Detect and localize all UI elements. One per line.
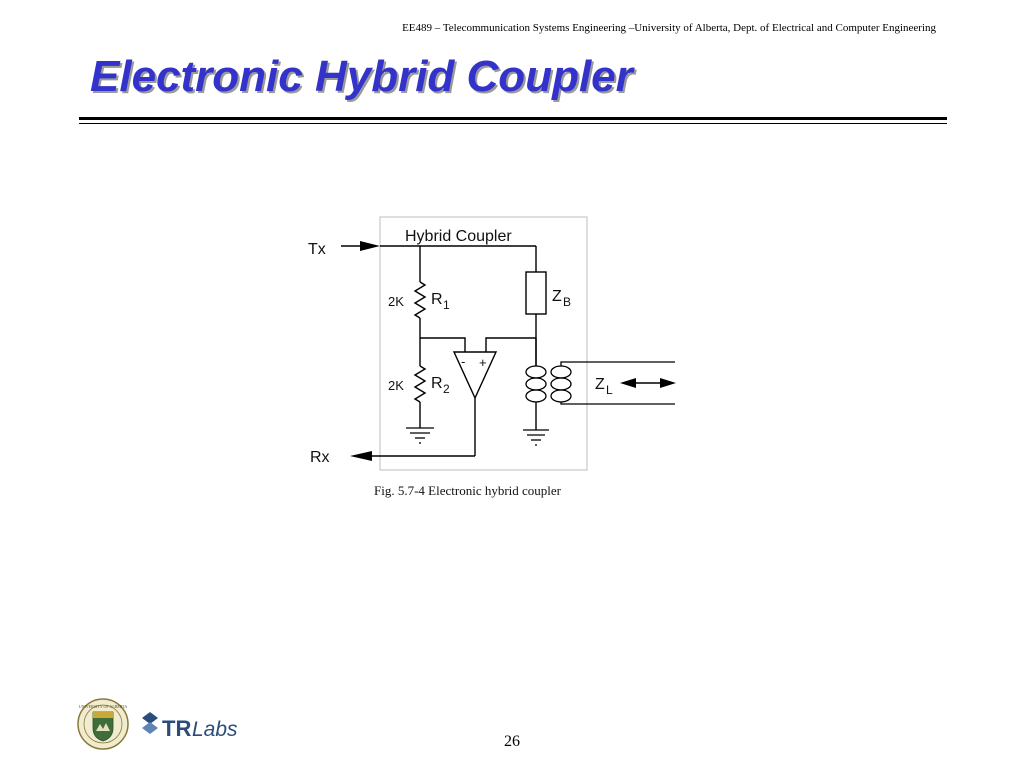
r2-subscript: 2 [443, 382, 450, 396]
r2-resistor [413, 365, 427, 403]
title-divider-thin [79, 123, 947, 124]
r1-name: R [431, 291, 443, 308]
logos: UNIVERSITY OF ALBERTA TR Labs [77, 698, 238, 750]
tx-label: Tx [308, 241, 326, 258]
zb-impedance [525, 271, 547, 315]
course-header: EE489 – Telecommunication Systems Engine… [402, 22, 936, 34]
opamp-minus-wire [420, 337, 466, 352]
circuit-diagram: Hybrid Coupler Tx 2K R 1 2K R 2 Z B [308, 216, 676, 498]
r2-value: 2K [388, 378, 404, 393]
title-divider-thick [79, 117, 947, 120]
secondary-coil-1 [550, 365, 572, 379]
figure-caption: Fig. 5.7-4 Electronic hybrid coupler [374, 483, 562, 498]
university-of-alberta-seal-icon: UNIVERSITY OF ALBERTA [77, 698, 129, 750]
line-bottom-wire [560, 402, 675, 405]
opamp-plus-wire [485, 337, 536, 352]
r2-name: R [431, 375, 443, 392]
opamp-triangle [452, 351, 498, 400]
svg-text:UNIVERSITY OF ALBERTA: UNIVERSITY OF ALBERTA [79, 704, 128, 709]
svg-text:Labs: Labs [192, 718, 238, 741]
slide-title: Electronic Hybrid Coupler [90, 52, 633, 101]
zb-subscript: B [563, 295, 571, 309]
zl-arrow-right [660, 378, 676, 388]
page-number: 26 [504, 733, 520, 750]
line-top-wire [560, 361, 675, 366]
rx-arrow [350, 451, 372, 461]
footer-logos: UNIVERSITY OF ALBERTA TR Labs [76, 698, 246, 750]
r1-subscript: 1 [443, 298, 450, 312]
zl-name: Z [595, 376, 605, 393]
rx-label: Rx [310, 449, 330, 466]
zl-subscript: L [606, 383, 613, 397]
primary-coil-3 [525, 389, 547, 403]
opamp-plus: + [479, 355, 487, 370]
trlabs-logo: TR Labs [142, 712, 238, 741]
secondary-coil-2 [550, 377, 572, 391]
r1-resistor [413, 281, 427, 319]
primary-coil-1 [525, 365, 547, 379]
r1-value: 2K [388, 294, 404, 309]
hybrid-coupler-figure: Hybrid Coupler Tx 2K R 1 2K R 2 Z B [280, 200, 700, 510]
opamp-minus: - [461, 354, 465, 369]
svg-text:TR: TR [162, 716, 191, 741]
hybrid-coupler-box [379, 216, 588, 471]
zb-name: Z [552, 288, 562, 305]
zl-arrow-left [620, 378, 636, 388]
secondary-coil-3 [550, 389, 572, 403]
hybrid-coupler-label: Hybrid Coupler [405, 228, 512, 245]
primary-coil-2 [525, 377, 547, 391]
tx-arrow [360, 241, 380, 251]
